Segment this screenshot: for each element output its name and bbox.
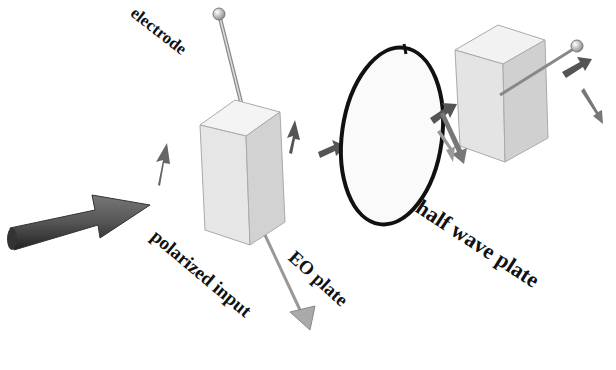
part-label: half wave plate	[412, 196, 543, 292]
second-eo-cube	[455, 25, 583, 162]
eo-electrode-bottom	[265, 235, 315, 330]
eo-plate-cube	[200, 100, 300, 245]
input-beam-arrow	[7, 195, 150, 250]
polarization-arrow	[156, 143, 170, 186]
part-label: electrode	[128, 4, 190, 58]
rotated-polarization-arrows	[430, 57, 603, 164]
